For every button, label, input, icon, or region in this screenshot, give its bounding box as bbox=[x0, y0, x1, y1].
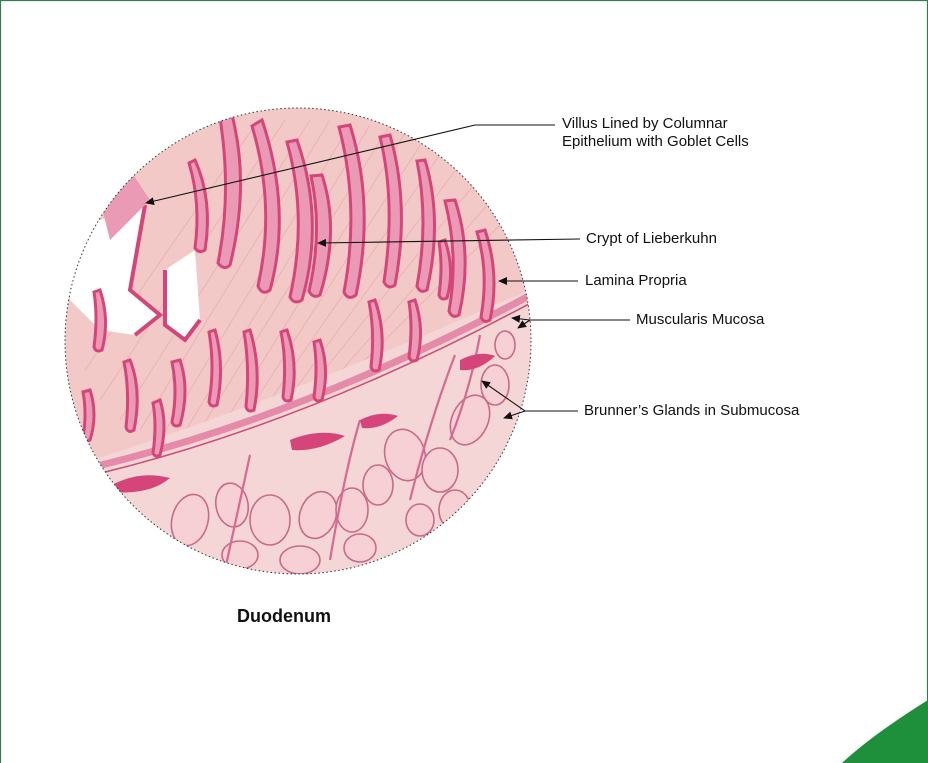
corner-accent bbox=[842, 700, 928, 763]
label-brunner-glands: Brunner’s Glands in Submucosa bbox=[584, 402, 799, 420]
micrograph bbox=[60, 100, 540, 600]
figure-caption: Duodenum bbox=[237, 606, 331, 627]
label-villus-line2: Epithelium with Goblet Cells bbox=[562, 133, 749, 151]
label-villus-line1: Villus Lined by Columnar bbox=[562, 115, 749, 133]
label-lamina-propria: Lamina Propria bbox=[585, 272, 687, 290]
label-crypt: Crypt of Lieberkuhn bbox=[586, 230, 717, 248]
label-villus: Villus Lined by Columnar Epithelium with… bbox=[562, 115, 749, 151]
label-muscularis-mucosa: Muscularis Mucosa bbox=[636, 311, 764, 329]
